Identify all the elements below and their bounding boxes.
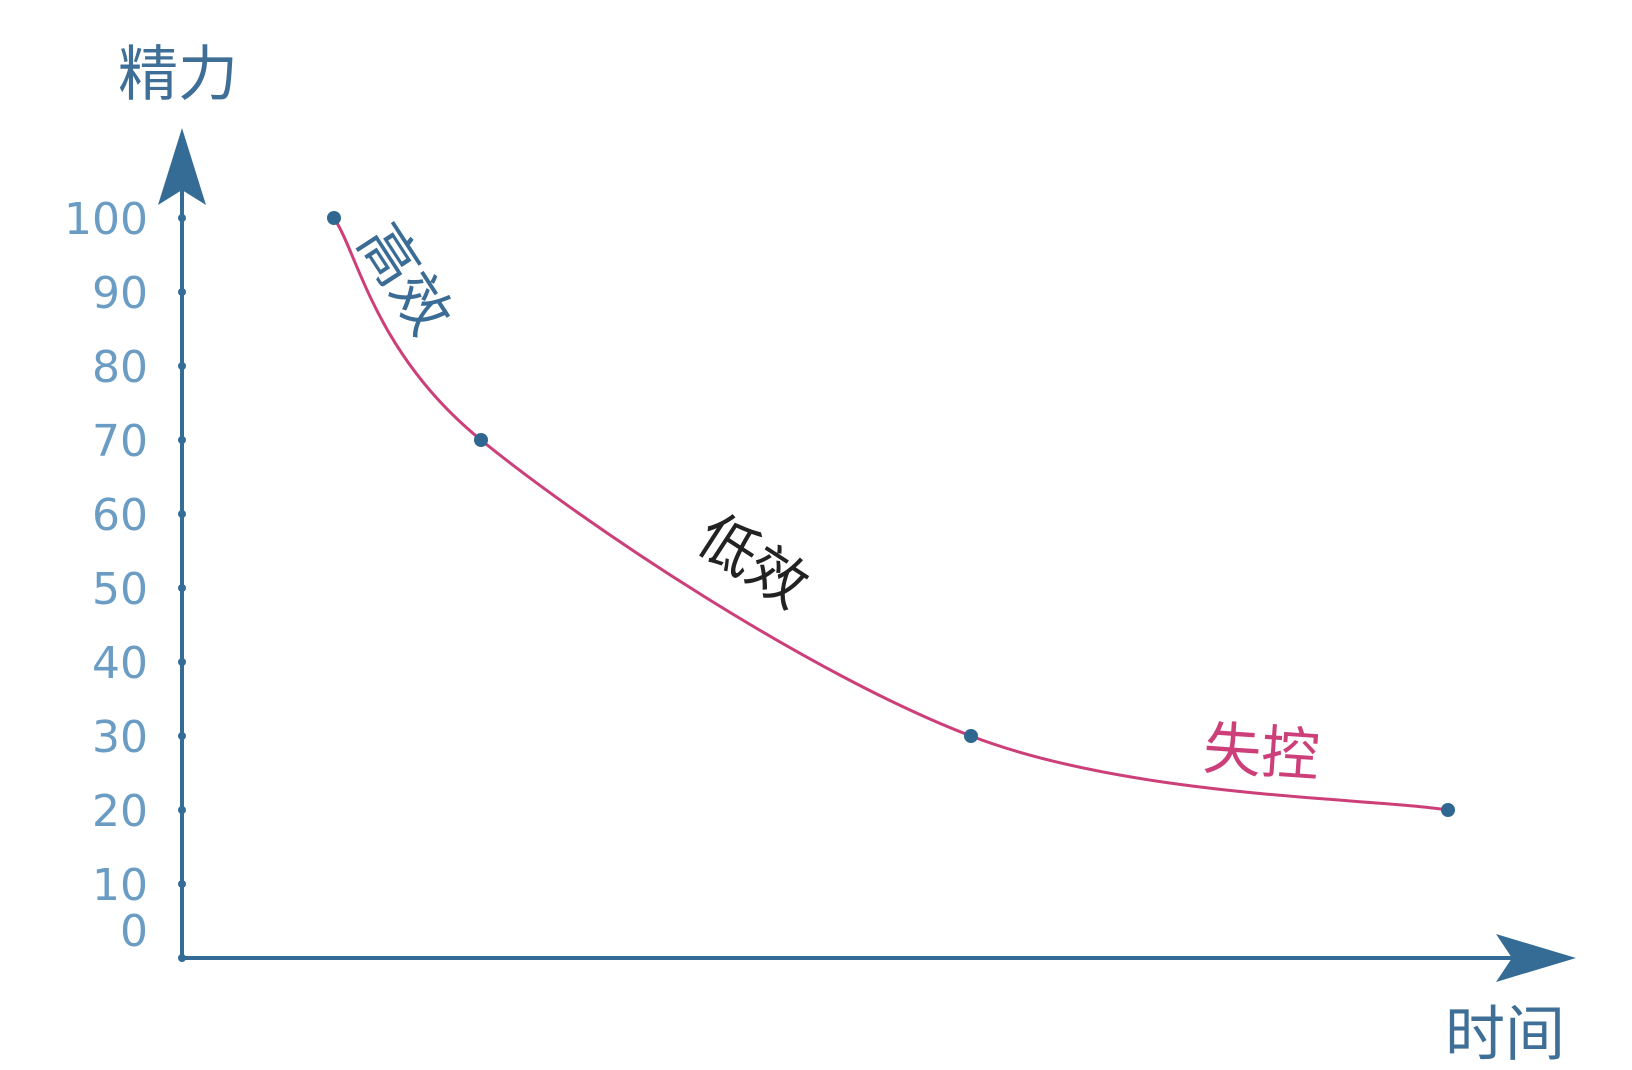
y-tick-label: 90 [92,268,148,319]
x-axis-title: 时间 [1445,1000,1565,1070]
y-tick-label: 80 [92,342,148,393]
data-point [327,211,341,225]
y-tick-mark [178,214,186,222]
data-points [327,211,1455,817]
y-tick-mark [178,732,186,740]
y-tick-mark [178,806,186,814]
y-tick-label: 40 [92,638,148,689]
data-point [1441,803,1455,817]
data-point [474,433,488,447]
annotation-low-efficiency: 低效 [686,501,820,621]
energy-curve [332,217,1449,812]
annotation-out-of-control: 失控 [1201,714,1321,790]
data-point [964,729,978,743]
y-tick-label: 60 [92,490,148,541]
y-tick-label: 0 [120,906,148,957]
y-tick-label: 30 [92,712,148,763]
y-tick-mark [178,584,186,592]
y-tick-mark [178,288,186,296]
y-tick-label: 20 [92,786,148,837]
y-tick-mark [178,436,186,444]
y-axis-title: 精力 [118,40,238,110]
y-tick-label: 10 [92,860,148,911]
y-tick-mark [178,362,186,370]
y-tick-label: 50 [92,564,148,615]
y-tick-label: 70 [92,416,148,467]
y-tick-mark [178,880,186,888]
x-axis-arrow [1496,934,1576,982]
y-axis-ticks: 010 20 30 40 50 60 70 80 90 100 [64,194,186,962]
y-tick-mark [178,510,186,518]
y-tick-mark [178,954,186,962]
y-tick-label: 100 [64,194,148,245]
y-axis-arrow [158,128,206,205]
y-tick-mark [178,658,186,666]
